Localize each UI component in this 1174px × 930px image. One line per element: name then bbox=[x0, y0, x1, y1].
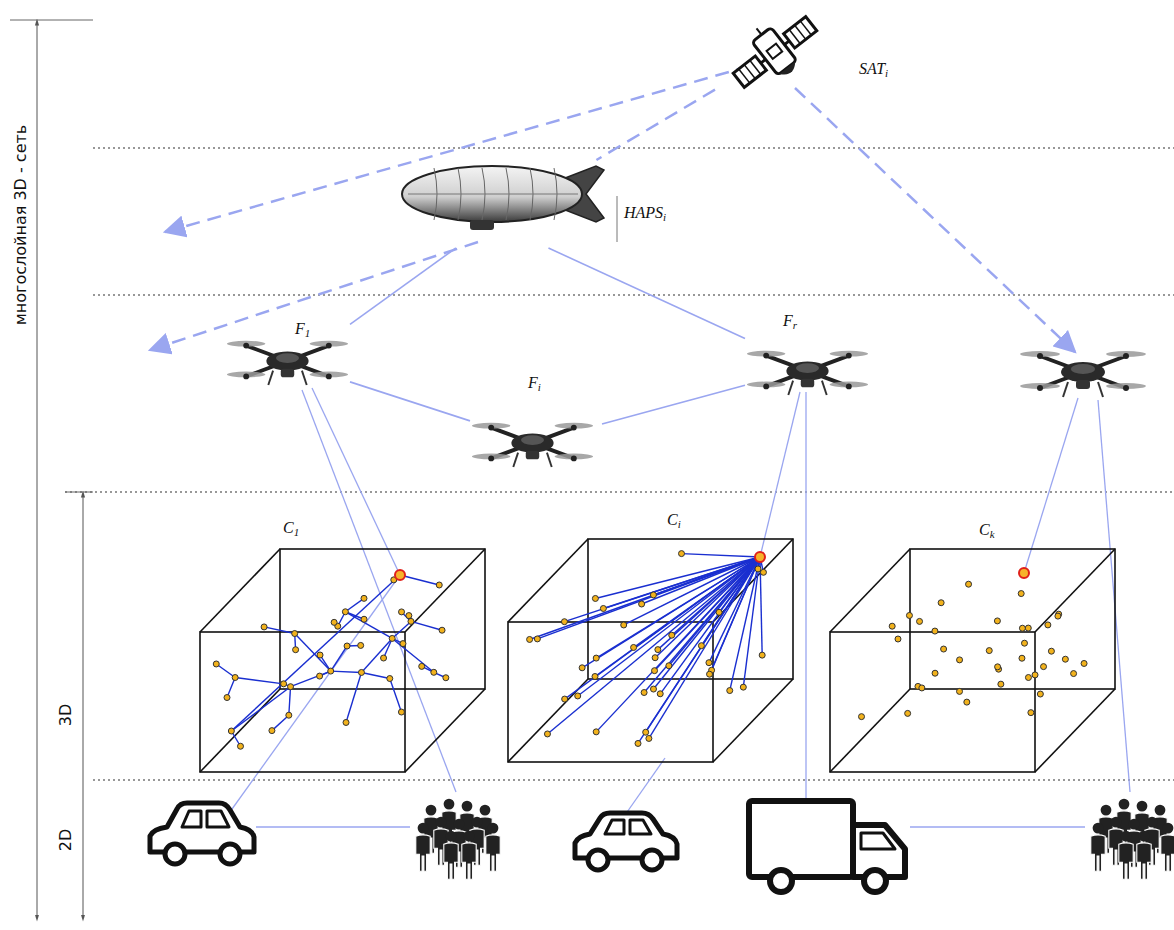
node-label: SATi bbox=[857, 60, 890, 79]
node-illustration bbox=[503, 505, 798, 767]
link-line bbox=[350, 382, 470, 421]
drone-node: Fr bbox=[745, 312, 877, 400]
node-label: F1 bbox=[293, 320, 312, 339]
node-illustration bbox=[715, 4, 895, 102]
node-illustration bbox=[825, 515, 1120, 777]
node-illustration bbox=[225, 320, 350, 390]
node-label: C1 bbox=[281, 519, 301, 538]
node-label: Ck bbox=[977, 521, 997, 540]
haps-node: HAPSi bbox=[400, 160, 670, 248]
node-illustration bbox=[195, 515, 490, 777]
node-label: HAPSi bbox=[622, 204, 668, 223]
node-label: Fr bbox=[781, 312, 799, 331]
axis-label: 2D bbox=[56, 827, 75, 854]
axis-label: многослойная 3D - сеть bbox=[11, 123, 30, 328]
satellite-node: SATi bbox=[715, 4, 895, 102]
link-line bbox=[350, 248, 456, 324]
cluster-cube: Ci bbox=[503, 505, 798, 767]
drone-node: Fi bbox=[470, 374, 602, 474]
cluster-cube: Ck bbox=[825, 515, 1120, 777]
node-illustration bbox=[745, 312, 877, 400]
link-line bbox=[548, 248, 745, 339]
drone-node: F1 bbox=[225, 320, 350, 390]
node-label: Fi bbox=[526, 374, 543, 393]
node-label: Ci bbox=[665, 511, 683, 530]
cluster-cube: C1 bbox=[195, 515, 490, 777]
link-line bbox=[602, 385, 745, 424]
axis-label: 3D bbox=[56, 702, 75, 729]
link-line bbox=[596, 90, 715, 160]
